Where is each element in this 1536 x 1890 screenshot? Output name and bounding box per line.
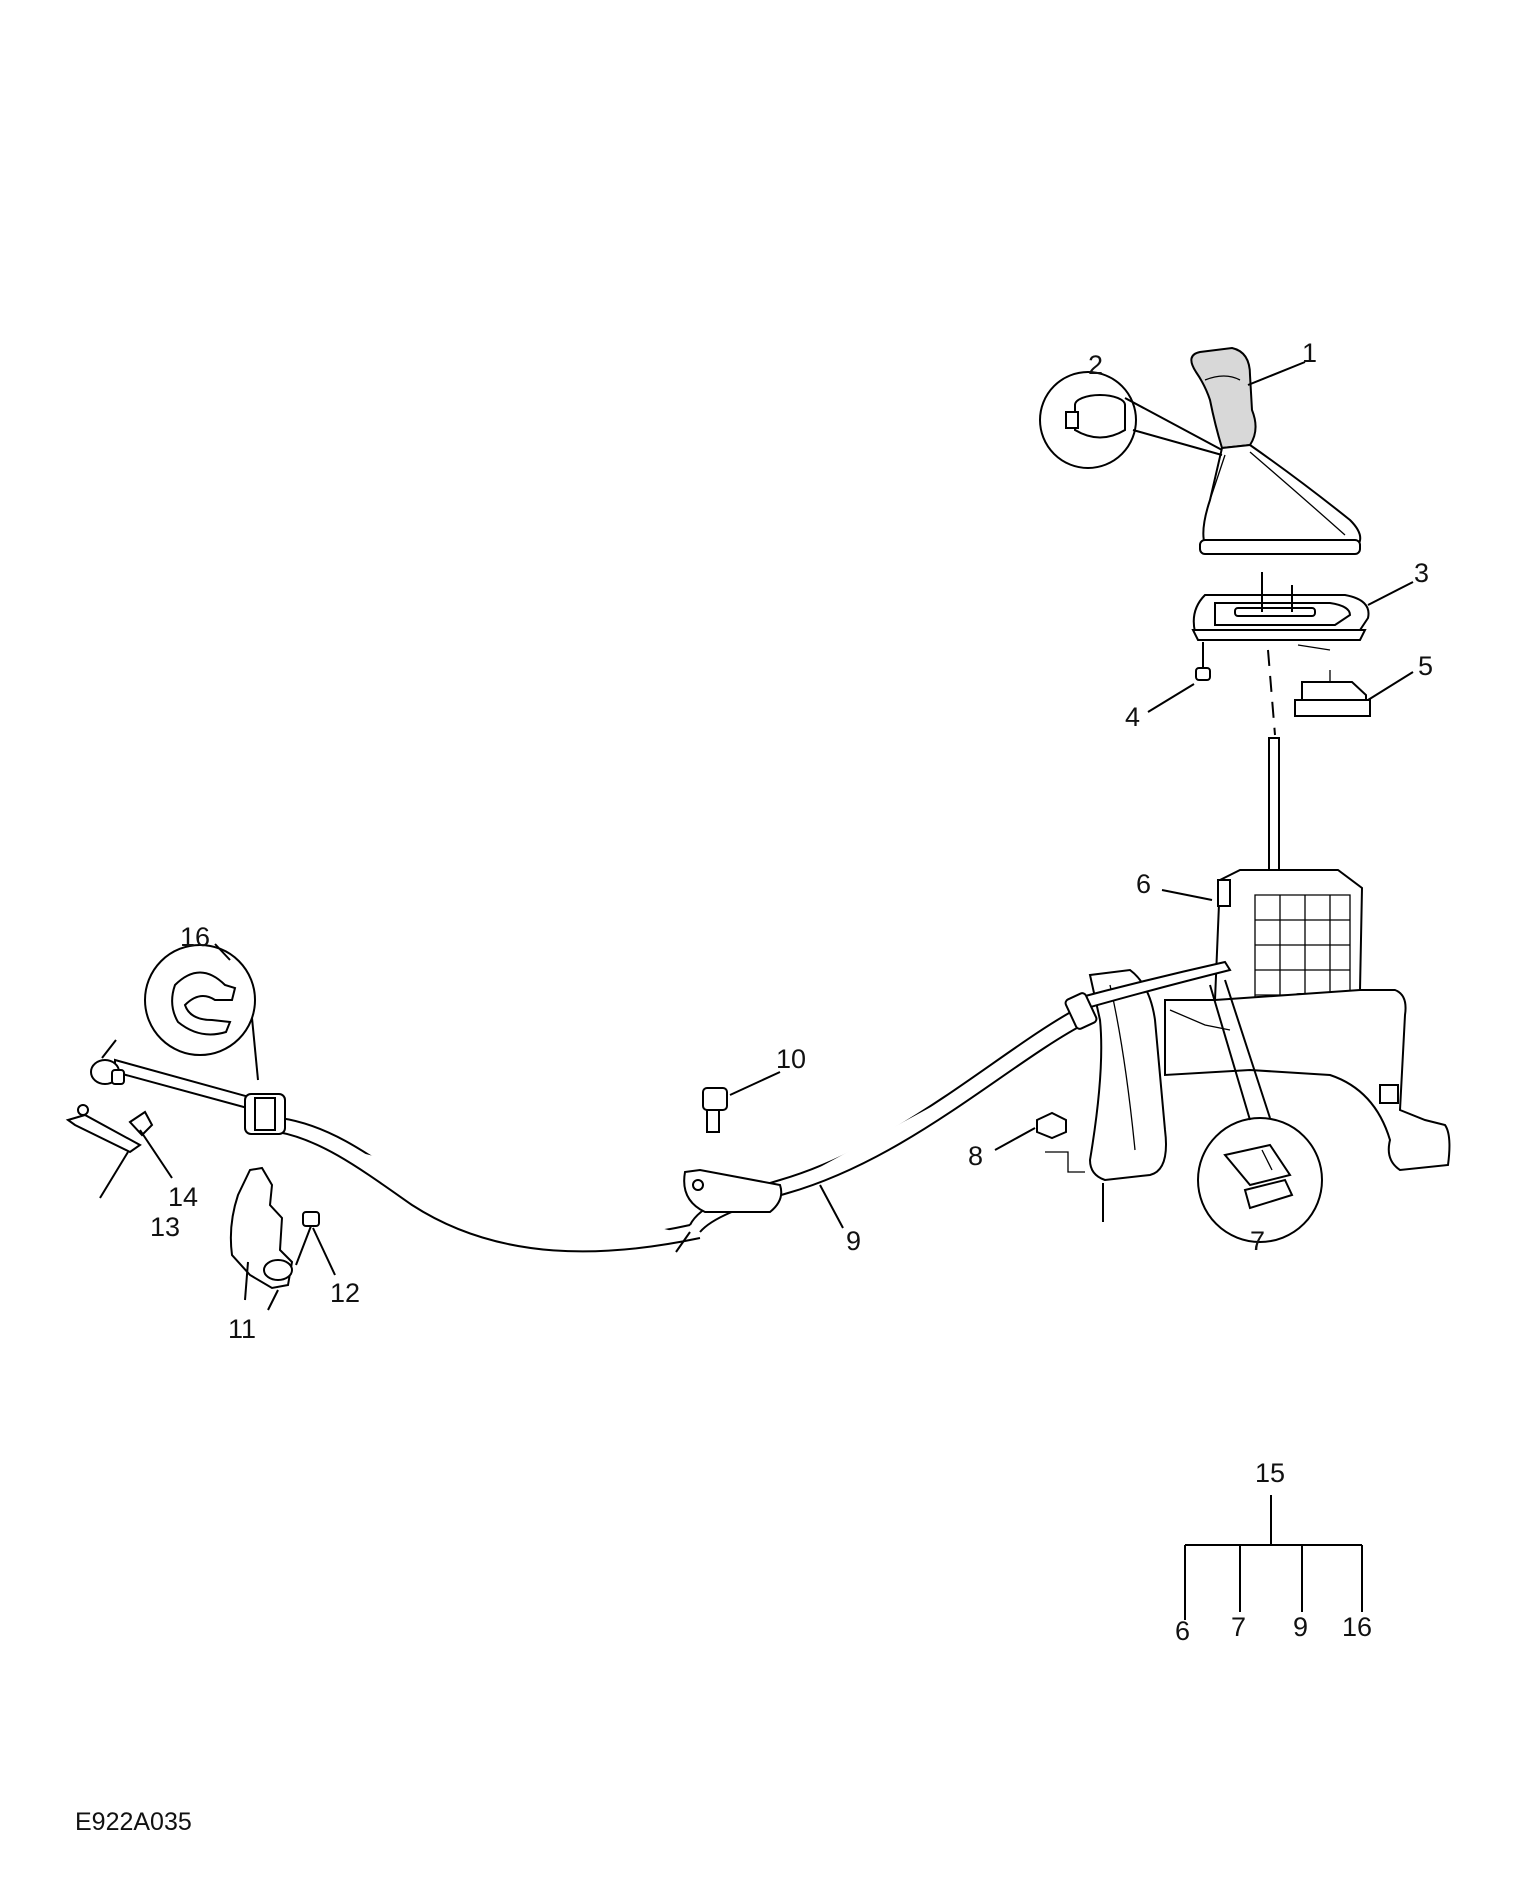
gear-indicator-module — [1294, 644, 1371, 717]
callout-5: 5 — [1418, 651, 1433, 681]
gear-selector-cable — [277, 960, 1232, 1253]
callout-10: 10 — [776, 1044, 806, 1074]
callout-labels: 1 2 3 4 5 6 7 8 9 10 11 12 13 14 16 — [150, 338, 1433, 1344]
callout-12: 12 — [330, 1278, 360, 1308]
kit-child-1: 6 — [1175, 1616, 1190, 1646]
cable-support-bracket — [683, 1087, 783, 1213]
callout-9: 9 — [846, 1226, 861, 1256]
callout-3: 3 — [1414, 558, 1429, 588]
gear-boot — [1199, 443, 1362, 555]
callout-13: 13 — [150, 1212, 180, 1242]
callout-1: 1 — [1302, 338, 1317, 368]
cable-mounting-bracket — [229, 1166, 320, 1311]
cable-end-assembly — [90, 1039, 286, 1135]
kit-child-2: 7 — [1231, 1612, 1246, 1642]
kit-child-3: 9 — [1293, 1612, 1308, 1642]
selector-lever-rod — [1268, 737, 1280, 871]
detail-circle-boot-clamp — [1039, 371, 1223, 469]
screw-4 — [1195, 642, 1211, 681]
cable-bracket — [1088, 968, 1167, 1222]
kit-parent: 15 — [1255, 1458, 1285, 1488]
detail-circle-abutment-clip — [144, 944, 259, 1081]
callout-7: 7 — [1250, 1226, 1265, 1256]
callout-11: 11 — [228, 1314, 256, 1344]
nut-8 — [1036, 1111, 1085, 1173]
diagram-reference-code: E922A035 — [75, 1808, 192, 1836]
callout-14: 14 — [168, 1182, 198, 1212]
callout-6: 6 — [1136, 869, 1151, 899]
shift-gate-trim — [1191, 572, 1370, 641]
selector-base-plate — [1164, 989, 1451, 1172]
callout-4: 4 — [1125, 702, 1140, 732]
callout-8: 8 — [968, 1141, 983, 1171]
alignment-line — [1267, 649, 1276, 736]
kit-child-4: 16 — [1342, 1612, 1372, 1642]
callout-2: 2 — [1088, 350, 1103, 380]
leader-lines — [139, 361, 1414, 1276]
kit-tree: 15 6 7 9 16 — [1175, 1458, 1372, 1646]
callout-16: 16 — [180, 922, 210, 952]
cable-retaining-clip — [65, 1104, 154, 1199]
detail-circle-cable-clip — [1197, 979, 1323, 1243]
gear-knob — [1190, 346, 1257, 450]
